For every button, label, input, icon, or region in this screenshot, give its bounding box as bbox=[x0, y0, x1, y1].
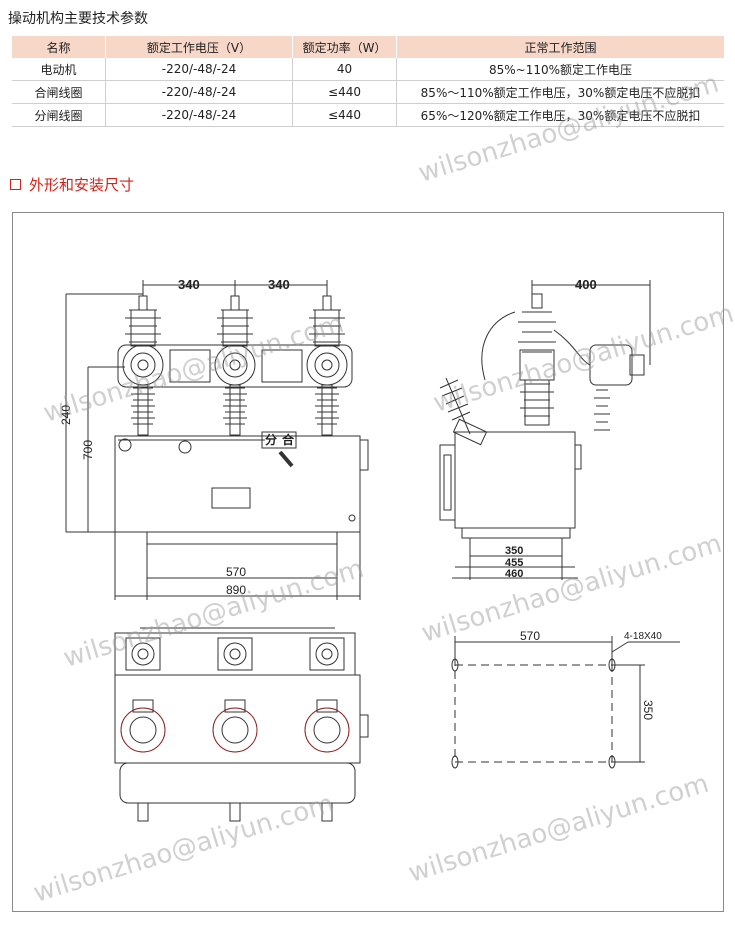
cell-power: ≤440 bbox=[292, 103, 397, 127]
cell-power: 40 bbox=[292, 58, 397, 81]
dim-front-b: 340 bbox=[268, 277, 290, 292]
col-header-voltage: 额定工作电压（V） bbox=[105, 36, 293, 58]
side-view: 400 350 455 460 bbox=[439, 277, 651, 580]
dim-mount-w: 570 bbox=[520, 629, 540, 643]
parameters-table: 名称 额定工作电压（V） 额定功率（W） 正常工作范围 电动机 -220/-48… bbox=[12, 36, 724, 127]
cell-voltage: -220/-48/-24 bbox=[105, 80, 293, 104]
cell-range: 65%～120%额定工作电压，30%额定电压不应脱扣 bbox=[396, 103, 724, 127]
table-header-row: 名称 额定工作电压（V） 额定功率（W） 正常工作范围 bbox=[12, 36, 724, 58]
col-header-range: 正常工作范围 bbox=[396, 36, 724, 58]
bottom-view bbox=[114, 627, 369, 822]
dim-mount-h: 350 bbox=[641, 700, 655, 720]
cell-range: 85%~110%额定工作电压 bbox=[396, 58, 724, 81]
mounting-plan: 570 4-18X40 350 bbox=[451, 629, 680, 769]
col-header-power: 额定功率（W） bbox=[292, 36, 397, 58]
dim-side-b1: 350 bbox=[505, 545, 523, 557]
label-he: 合 bbox=[282, 432, 295, 447]
dim-front-v2: 700 bbox=[81, 440, 95, 460]
table-row: 合闸线圈 -220/-48/-24 ≤440 85%～110%额定工作电压，30… bbox=[12, 80, 724, 104]
label-fen: 分 bbox=[265, 432, 277, 447]
dim-front-w2: 890 bbox=[226, 583, 246, 597]
dim-front-w1: 570 bbox=[226, 565, 246, 579]
cell-range: 85%～110%额定工作电压，30%额定电压不应脱扣 bbox=[396, 80, 724, 104]
dim-front-a: 340 bbox=[178, 277, 200, 292]
cell-name: 合闸线圈 bbox=[12, 80, 106, 104]
cell-voltage: -220/-48/-24 bbox=[105, 103, 293, 127]
cell-name: 电动机 bbox=[12, 58, 106, 81]
cell-voltage: -220/-48/-24 bbox=[105, 58, 293, 81]
page-title: 操动机构主要技术参数 bbox=[8, 11, 148, 27]
dim-side-b3: 460 bbox=[505, 568, 523, 580]
dim-front-v1: 240 bbox=[59, 405, 73, 425]
cell-name: 分闸线圈 bbox=[12, 103, 106, 127]
section-heading: 外形和安装尺寸 bbox=[10, 174, 134, 195]
col-header-name: 名称 bbox=[12, 36, 106, 58]
table-row: 分闸线圈 -220/-48/-24 ≤440 65%～120%额定工作电压，30… bbox=[12, 103, 724, 127]
cell-power: ≤440 bbox=[292, 80, 397, 104]
table-row: 电动机 -220/-48/-24 40 85%~110%额定工作电压 bbox=[12, 58, 724, 81]
dim-side-b2: 455 bbox=[505, 557, 523, 569]
square-bullet-icon bbox=[10, 179, 21, 190]
drawing-frame bbox=[12, 212, 724, 912]
front-view: 340 340 bbox=[59, 277, 369, 600]
label-holes: 4-18X40 bbox=[624, 631, 662, 642]
dim-side-top: 400 bbox=[575, 277, 597, 292]
section-title: 外形和安装尺寸 bbox=[29, 176, 135, 194]
